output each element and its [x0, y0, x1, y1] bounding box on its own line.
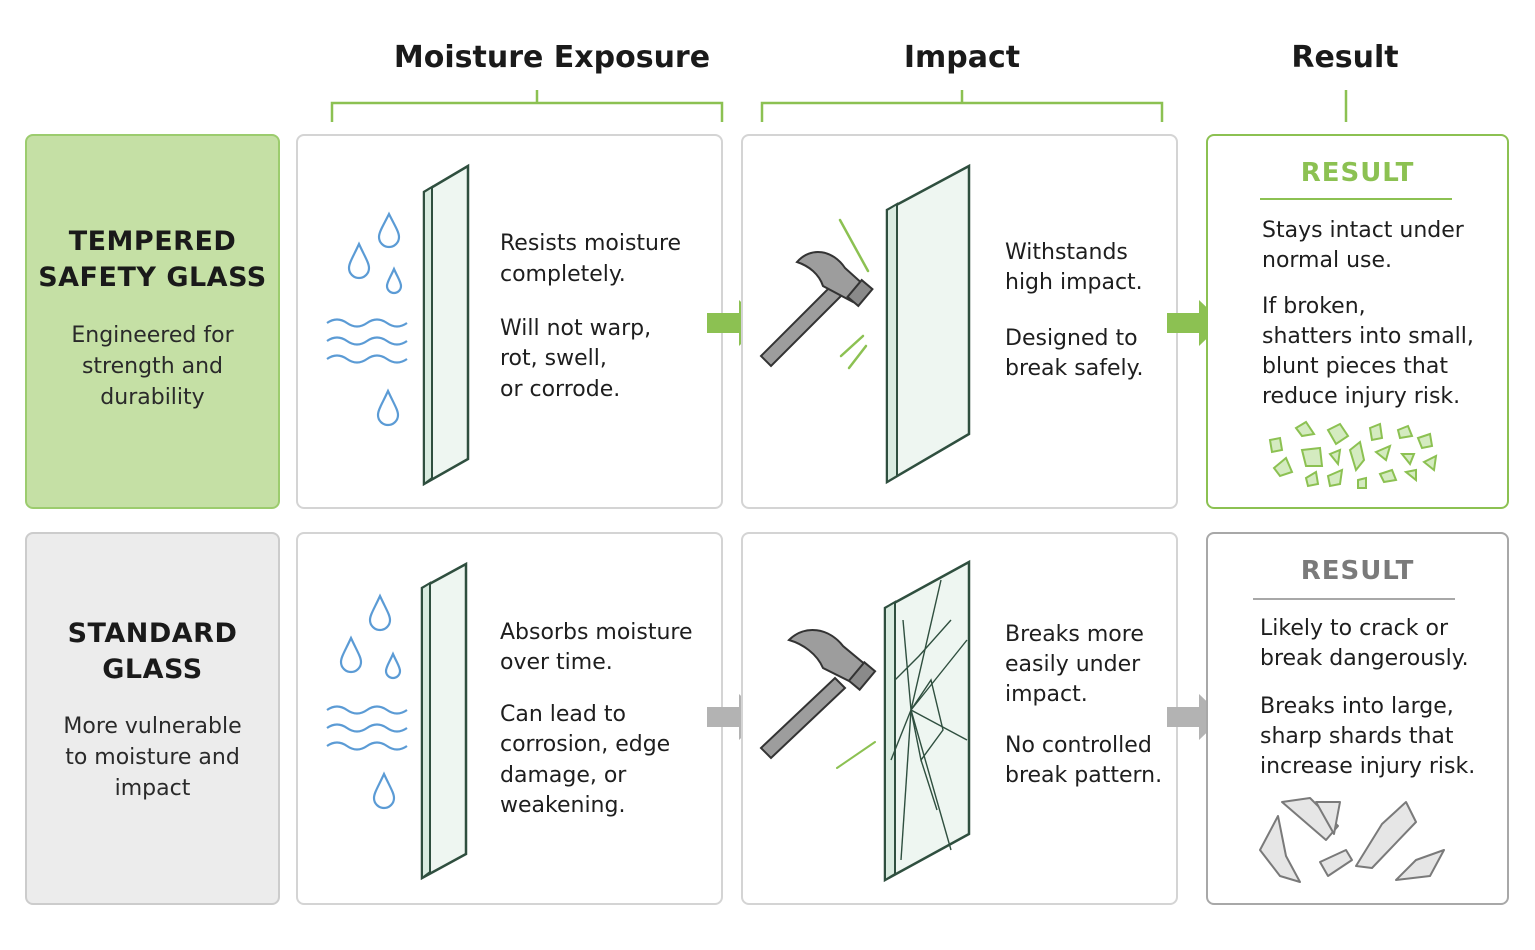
- tempered-impact-text-4: break safely.: [1005, 356, 1144, 381]
- tempered-impact-text-1: Withstands: [1005, 240, 1128, 265]
- tempered-result-card: RESULT Stays intact under normal use. If…: [1206, 134, 1509, 509]
- standard-subtitle-line1: More vulnerable: [63, 714, 242, 739]
- standard-moisture-card: Absorbs moisture over time. Can lead to …: [296, 532, 723, 905]
- standard-impact-text-5: break pattern.: [1005, 763, 1163, 788]
- standard-moisture-text-3: Can lead to: [500, 702, 626, 727]
- glass-fragments-icon: [1268, 420, 1438, 489]
- tempered-result-text-5: blunt pieces that: [1262, 354, 1448, 379]
- hammer-icon: [759, 218, 874, 370]
- standard-result-text-2: break dangerously.: [1260, 646, 1469, 671]
- tempered-result-rule: [1260, 198, 1452, 200]
- tempered-moisture-card: Resists moisture completely. Will not wa…: [296, 134, 723, 509]
- tempered-title-line1: TEMPERED: [68, 226, 237, 257]
- column-title-impact: Impact: [903, 40, 1021, 75]
- tempered-result-text-4: shatters into small,: [1262, 324, 1474, 349]
- tempered-moisture-text-1: Resists moisture: [500, 231, 682, 256]
- standard-result-rule: [1253, 598, 1455, 600]
- standard-subtitle-line2: to moisture and: [65, 745, 240, 770]
- tempered-subtitle-line2: strength and: [81, 354, 224, 379]
- water-drops-icon: [326, 593, 408, 810]
- standard-result-text-3: Breaks into large,: [1260, 694, 1454, 719]
- tempered-moisture-text-3: Will not warp,: [500, 316, 652, 341]
- glass-pane-icon: [420, 561, 468, 881]
- standard-moisture-text-2: over time.: [500, 650, 613, 675]
- standard-subtitle-line3: impact: [114, 776, 191, 801]
- standard-result-card: RESULT Likely to crack or break dangerou…: [1206, 532, 1509, 905]
- column-title-moisture: Moisture Exposure: [393, 40, 711, 75]
- standard-label-card: STANDARD GLASS More vulnerable to moistu…: [25, 532, 280, 905]
- tempered-subtitle-line1: Engineered for: [71, 323, 234, 348]
- tempered-moisture-text-4: rot, swell,: [500, 346, 607, 371]
- standard-impact-text-2: easily under: [1005, 652, 1141, 677]
- glass-pane-icon: [885, 163, 971, 485]
- tempered-title-line2: SAFETY GLASS: [38, 262, 267, 293]
- standard-impact-card: Breaks more easily under impact. No cont…: [741, 532, 1178, 905]
- standard-result-text-4: sharp shards that: [1260, 724, 1454, 749]
- tempered-impact-card: Withstands high impact. Designed to brea…: [741, 134, 1178, 509]
- tempered-moisture-text-5: or corrode.: [500, 377, 621, 402]
- standard-result-text-1: Likely to crack or: [1260, 616, 1449, 641]
- tempered-result-text-3: If broken,: [1262, 294, 1366, 319]
- tempered-moisture-text-2: completely.: [500, 262, 626, 287]
- cracked-glass-pane-icon: [883, 559, 971, 883]
- standard-moisture-text-1: Absorbs moisture: [500, 620, 693, 645]
- standard-title-line2: GLASS: [102, 654, 203, 685]
- tempered-impact-text-3: Designed to: [1005, 326, 1138, 351]
- standard-impact-text-1: Breaks more: [1005, 622, 1144, 647]
- column-title-result: Result: [1291, 40, 1399, 75]
- glass-pane-icon: [422, 163, 470, 487]
- tempered-impact-text-2: high impact.: [1005, 270, 1143, 295]
- tempered-result-text-6: reduce injury risk.: [1262, 384, 1461, 409]
- standard-result-text-5: increase injury risk.: [1260, 754, 1476, 779]
- standard-moisture-text-5: damage, or: [500, 763, 627, 788]
- standard-result-title: RESULT: [1300, 556, 1415, 586]
- tempered-result-text-1: Stays intact under: [1262, 218, 1464, 243]
- standard-impact-text-3: impact.: [1005, 682, 1088, 707]
- glass-shards-icon: [1259, 797, 1445, 883]
- tempered-label-card: TEMPERED SAFETY GLASS Engineered for str…: [25, 134, 280, 509]
- standard-moisture-text-4: corrosion, edge: [500, 732, 671, 757]
- tempered-subtitle-line3: durability: [100, 385, 205, 410]
- hammer-icon: [759, 628, 877, 769]
- water-drops-icon: [326, 211, 408, 427]
- standard-impact-text-4: No controlled: [1005, 733, 1152, 758]
- tempered-result-title: RESULT: [1300, 158, 1415, 188]
- standard-moisture-text-6: weakening.: [500, 793, 626, 818]
- tempered-result-text-2: normal use.: [1262, 248, 1393, 273]
- standard-title-line1: STANDARD: [67, 618, 238, 649]
- moisture-bracket: [330, 90, 1348, 122]
